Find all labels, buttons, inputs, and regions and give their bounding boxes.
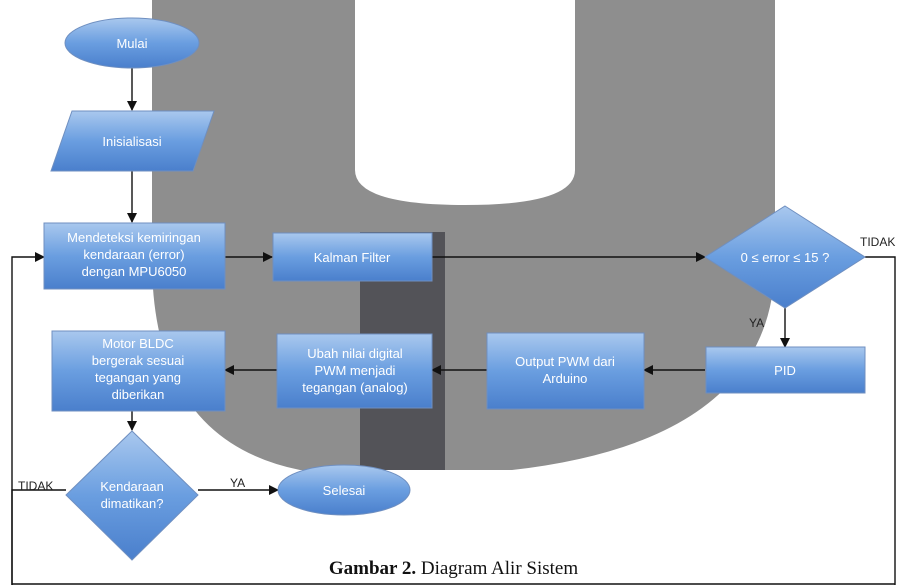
node-motor-line-1: Motor BLDC [102, 336, 174, 351]
node-motor-line-3: tegangan yang [95, 370, 181, 385]
node-deteksi-line-1: Mendeteksi kemiringan [67, 230, 201, 245]
node-inisialisasi-label: Inisialisasi [102, 134, 161, 149]
node-motor: Motor BLDC bergerak sesuai tegangan yang… [51, 330, 226, 412]
loop-tidak-right [865, 256, 896, 585]
node-mulai: Mulai [64, 17, 200, 69]
node-deteksi: Mendeteksi kemiringan kendaraan (error) … [43, 222, 226, 290]
node-decision-error: 0 ≤ error ≤ 15 ? [704, 205, 866, 309]
node-ubah-nilai-line-2: PWM menjadi [315, 363, 396, 378]
node-output-pwm-line-2: Arduino [543, 371, 588, 386]
node-decision-mati-line-1: Kendaraan [100, 479, 164, 494]
figure-caption: Gambar 2. Diagram Alir Sistem [0, 558, 907, 580]
node-selesai: Selesai [277, 464, 411, 516]
node-ubah-nilai: Ubah nilai digital PWM menjadi tegangan … [276, 333, 433, 409]
node-pid-label: PID [774, 363, 796, 378]
node-inisialisasi: Inisialisasi [50, 110, 215, 172]
watermark-u [152, 0, 775, 470]
node-deteksi-line-3: dengan MPU6050 [82, 264, 187, 279]
node-deteksi-line-2: kendaraan (error) [83, 247, 184, 262]
node-selesai-label: Selesai [323, 483, 366, 498]
node-output-pwm: Output PWM dari Arduino [486, 332, 645, 410]
node-decision-mati-line-2: dimatikan? [101, 496, 164, 511]
node-decision-error-label: 0 ≤ error ≤ 15 ? [741, 250, 830, 265]
caption-text: Diagram Alir Sistem [420, 558, 579, 579]
loop-tidak-left-up [11, 252, 45, 585]
node-ubah-nilai-line-1: Ubah nilai digital [307, 346, 403, 361]
label-tidak-left: TIDAK [18, 479, 53, 493]
node-output-pwm-line-1: Output PWM dari [515, 354, 615, 369]
label-ya-selesai: YA [230, 476, 245, 490]
caption-number: Gambar 2. [328, 558, 417, 579]
node-decision-mati: Kendaraan dimatikan? [65, 430, 199, 561]
node-ubah-nilai-line-3: tegangan (analog) [302, 380, 408, 395]
node-kalman-label: Kalman Filter [314, 250, 391, 265]
connectors [11, 68, 896, 585]
node-motor-line-4: diberikan [112, 387, 165, 402]
node-kalman: Kalman Filter [272, 232, 433, 282]
label-ya-pid: YA [749, 316, 764, 330]
node-mulai-label: Mulai [116, 36, 147, 51]
node-pid: PID [705, 346, 866, 394]
label-tidak-right: TIDAK [860, 235, 895, 249]
node-motor-line-2: bergerak sesuai [92, 353, 185, 368]
